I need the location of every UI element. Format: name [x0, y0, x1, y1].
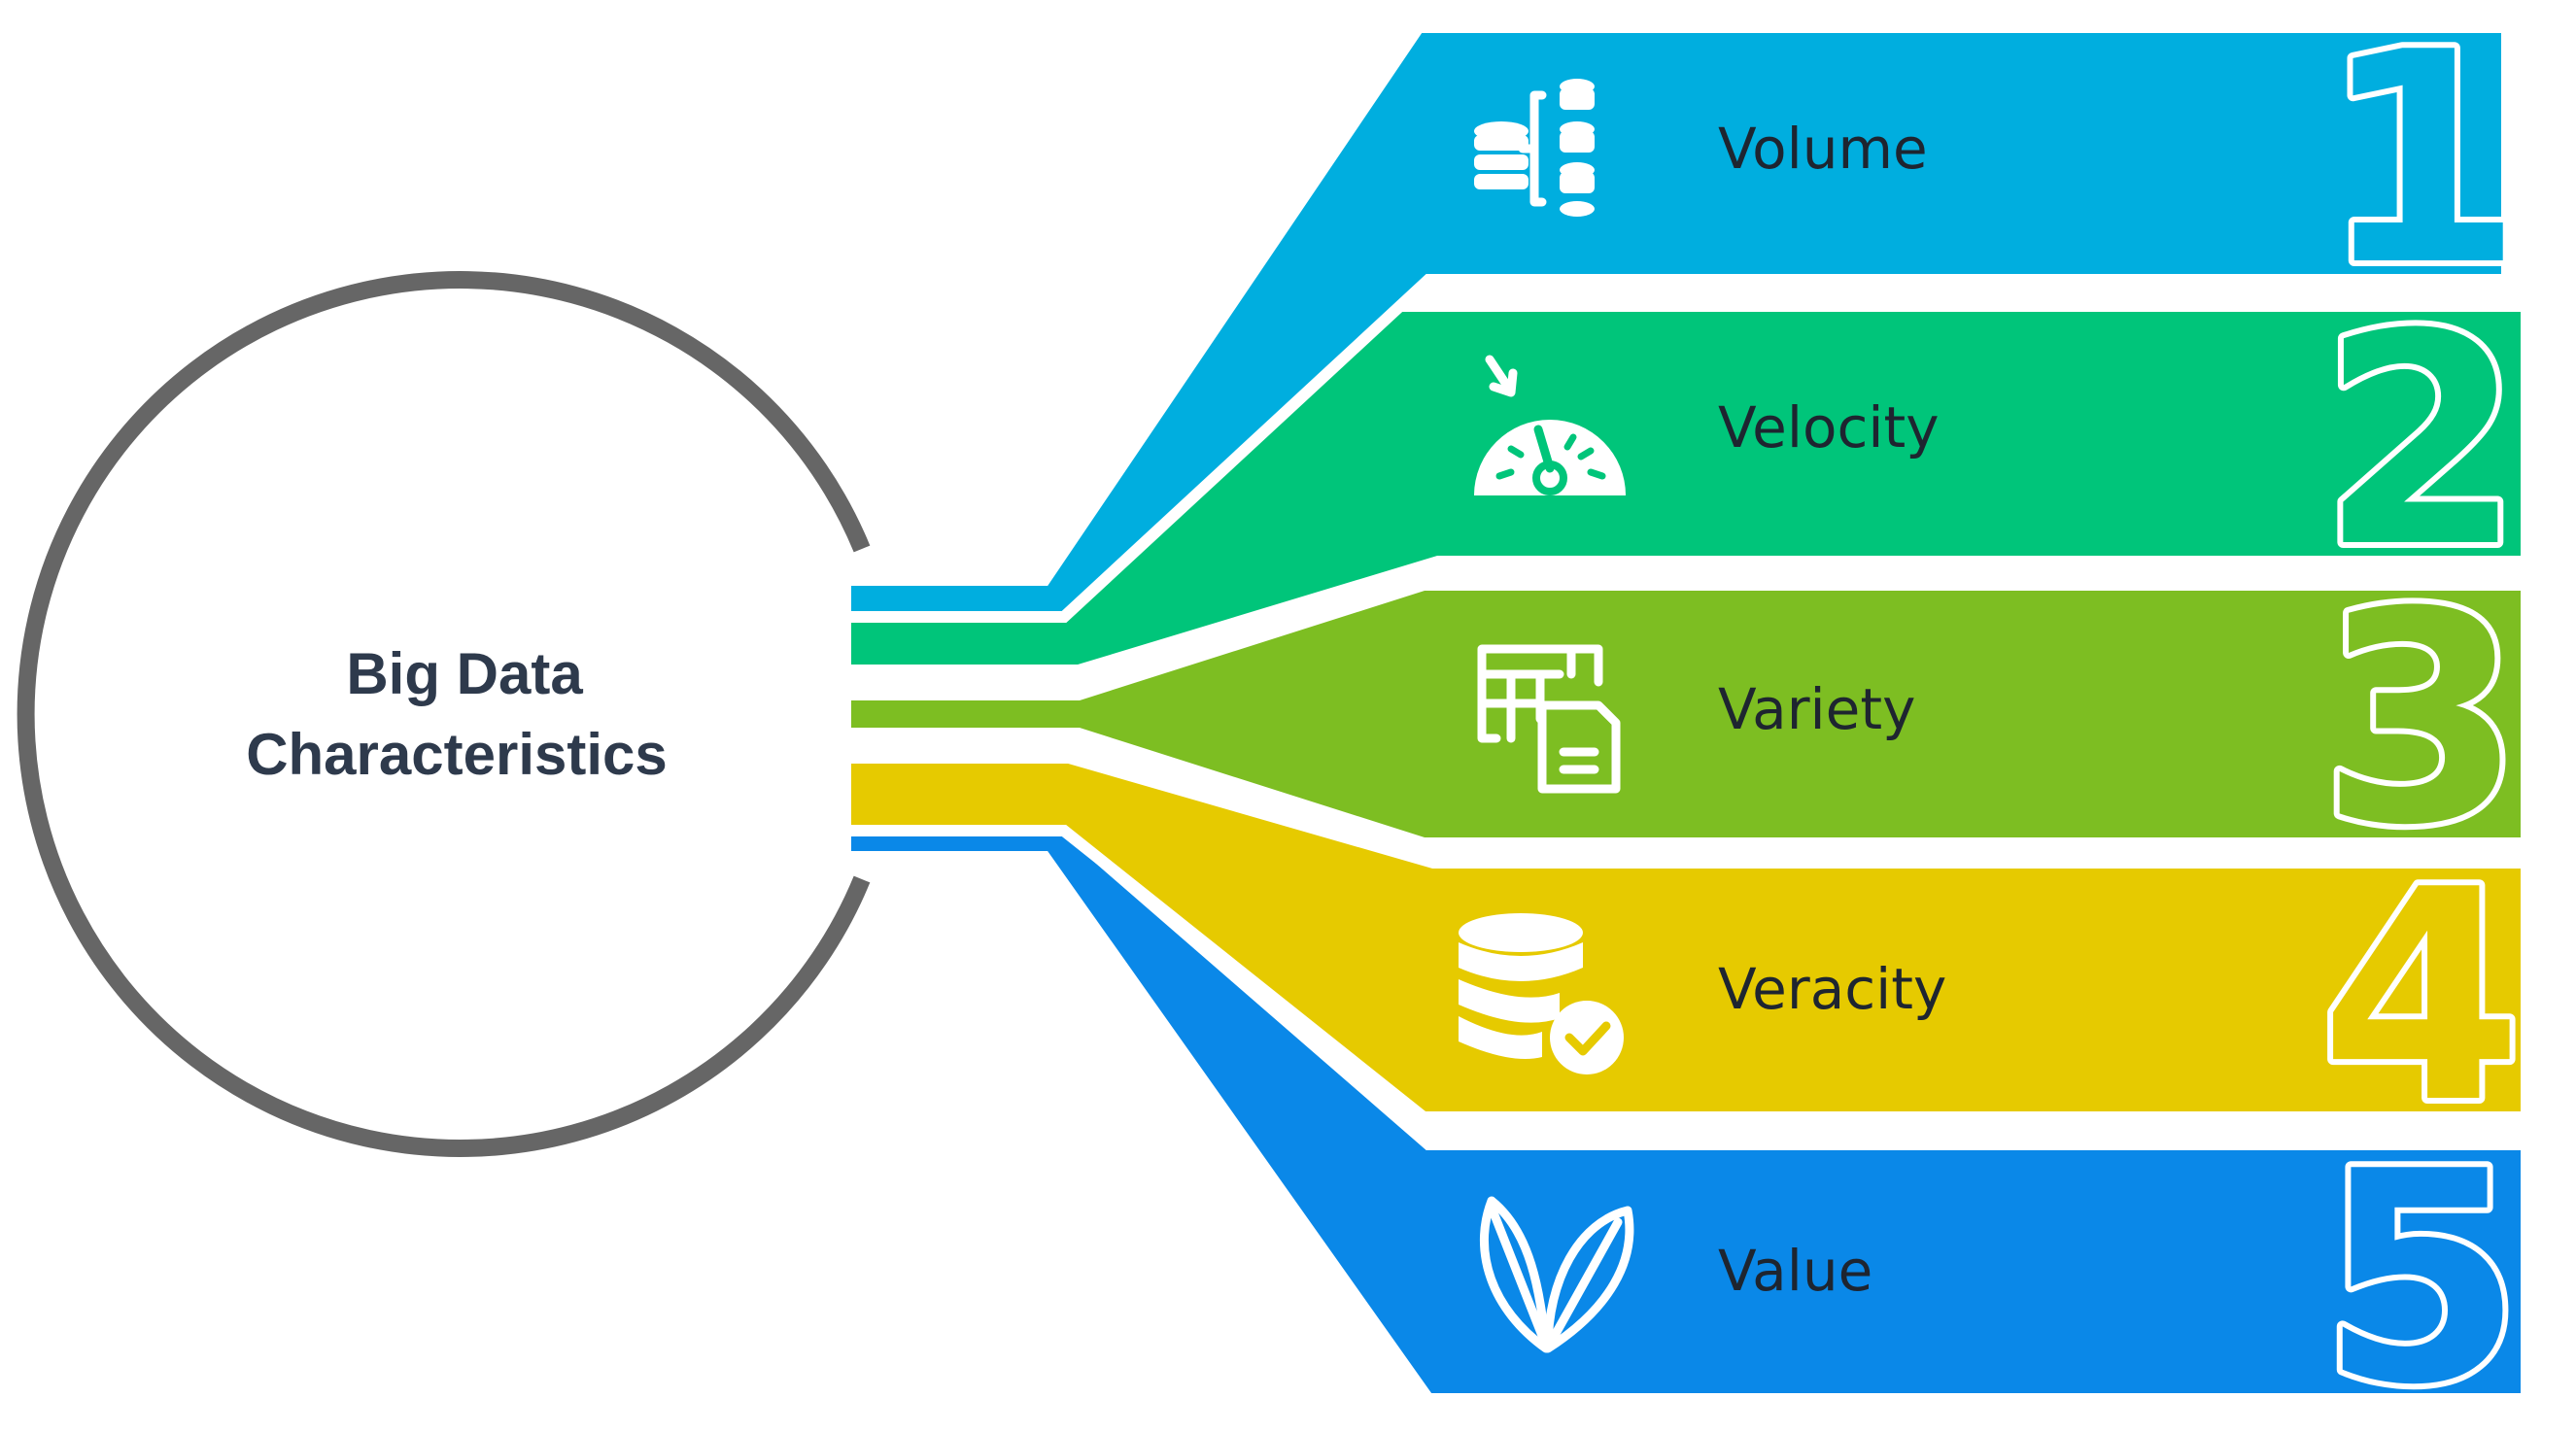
band-label: Value — [1718, 1238, 1872, 1304]
band-1: Volume 1 — [840, 0, 2528, 623]
database-check-icon — [1459, 913, 1624, 1074]
band-shape — [840, 579, 2532, 849]
band-3: Variety 3 — [840, 544, 2532, 895]
band-5: Value 5 — [840, 818, 2532, 1432]
band-label: Veracity — [1718, 956, 1946, 1022]
band-4: Veracity 4 — [840, 752, 2532, 1173]
band-label: Volume — [1718, 116, 1928, 182]
band-number: 5 — [2320, 1109, 2524, 1432]
band-shape — [840, 300, 2532, 676]
band-number: 1 — [2320, 0, 2524, 329]
band-shape — [840, 752, 2532, 1123]
band-label: Variety — [1718, 676, 1915, 742]
bands: Value 5 Veracity 4 Variety 3 — [840, 0, 2532, 1432]
center-circle: Big Data Characteristics — [17, 271, 871, 1157]
band-number: 4 — [2320, 828, 2524, 1167]
database-stack-icon — [1474, 79, 1595, 217]
band-number: 2 — [2320, 272, 2524, 611]
band-number: 3 — [2320, 550, 2524, 889]
table-document-icon — [1477, 644, 1621, 794]
center-title-line1: Big Data — [346, 641, 583, 706]
band-2: Velocity 2 — [840, 266, 2532, 676]
band-label: Velocity — [1718, 394, 1940, 460]
center-ring — [17, 271, 871, 1157]
band-shape — [840, 21, 2513, 623]
center-title-line2: Characteristics — [246, 722, 668, 787]
speedometer-icon — [1474, 355, 1626, 495]
leaf-icon — [1480, 1196, 1634, 1353]
